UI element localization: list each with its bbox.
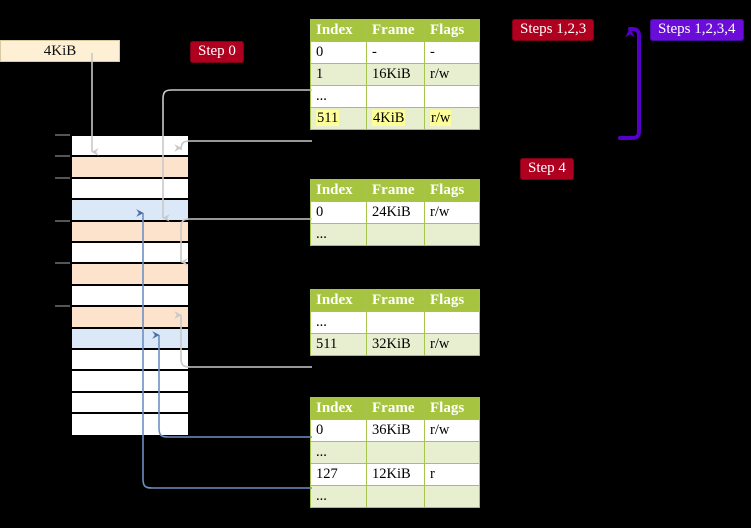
cell-flags: r/w [424,63,480,86]
table-row: ... [310,85,480,108]
cell-index: 511 [310,107,367,130]
memory-frame-row [72,157,188,179]
cell-index: 1 [310,63,367,86]
cell-frame [366,85,425,108]
memory-frame-row [72,371,188,393]
cell-frame: 32KiB [366,333,425,356]
cell-frame: - [366,41,425,64]
cell-frame [366,223,425,246]
cell-flags: r [424,463,480,486]
column-header-flags: Flags [424,19,480,42]
column-header-index: Index [310,179,367,202]
memory-grid-tick [55,219,70,222]
physical-memory-grid [70,134,190,436]
badge-steps-1-2-3: Steps 1,2,3 [512,19,595,42]
memory-frame-row [72,285,188,308]
cell-flags: r/w [424,419,480,442]
cell-flags [424,441,480,464]
cell-index: 0 [310,419,367,442]
memory-frame-row [72,264,188,286]
memory-frame-row [72,328,188,350]
memory-grid-tick [55,176,70,179]
memory-grid-tick [55,134,70,136]
badge-step-4: Step 4 [520,158,574,181]
cell-flags: r/w [424,333,480,356]
cell-frame: 4KiB [366,107,425,130]
column-header-index: Index [310,289,367,312]
table-row: 511 4KiB r/w [310,107,480,130]
cell-frame [366,485,425,508]
memory-grid-tick [55,155,70,158]
column-header-index: Index [310,397,367,420]
cell-flags: - [424,41,480,64]
memory-grid-tick [55,305,70,308]
cell-frame: 16KiB [366,63,425,86]
table-row: 0-- [310,41,480,64]
cell-index: 0 [310,41,367,64]
memory-frame-row [72,349,188,372]
badge-steps-1-2-3-4: Steps 1,2,3,4 [650,19,744,42]
cell-index: ... [310,223,367,246]
table-row: ... [310,311,480,334]
cell-flags [424,311,480,334]
cell-index: 511 [310,333,367,356]
cell-flags: r/w [424,201,480,224]
cell-index: ... [310,85,367,108]
wire-pt1-row0-to-frame [180,218,312,266]
cell-index: 127 [310,463,367,486]
cell-frame: 36KiB [366,419,425,442]
cell-flags [424,223,480,246]
cell-flags [424,85,480,108]
memory-frame-row [72,178,188,201]
table-row: ... [310,485,480,508]
column-header-index: Index [310,19,367,42]
cell-index: 0 [310,201,367,224]
memory-frame-row [72,242,188,265]
cell-index: ... [310,441,367,464]
highlighted-value: 511 [316,110,340,126]
memory-frame-row [72,307,188,329]
memory-frame-row [72,200,188,222]
memory-size-label: 4KiB [43,42,77,59]
cell-frame: 24KiB [366,201,425,224]
cell-frame: 12KiB [366,463,425,486]
table-row: ... [310,223,480,246]
column-header-frame: Frame [366,289,425,312]
highlighted-value: r/w [430,110,452,126]
table-row: ... [310,441,480,464]
wire-pt0-row511-to-frame [174,140,312,152]
memory-frame-row [72,414,188,436]
memory-size-label-box: 4KiB [0,40,120,62]
cell-frame [366,311,425,334]
column-header-frame: Frame [366,19,425,42]
cell-flags [424,485,480,508]
cell-flags: r/w [424,107,480,130]
wire-steps-bracket [618,27,641,140]
column-header-flags: Flags [424,179,480,202]
memory-frame-row [72,221,188,243]
column-header-frame: Frame [366,397,425,420]
highlighted-value: 4KiB [372,110,406,126]
memory-frame-row [72,392,188,415]
column-header-flags: Flags [424,397,480,420]
cell-index: ... [310,311,367,334]
column-header-flags: Flags [424,289,480,312]
cell-frame [366,441,425,464]
memory-grid-tick [55,262,70,265]
column-header-frame: Frame [366,179,425,202]
wire-pt2-row511-to-frame [174,311,312,368]
badge-step-0: Step 0 [190,41,244,64]
memory-frame-row [72,136,188,158]
cell-index: ... [310,485,367,508]
